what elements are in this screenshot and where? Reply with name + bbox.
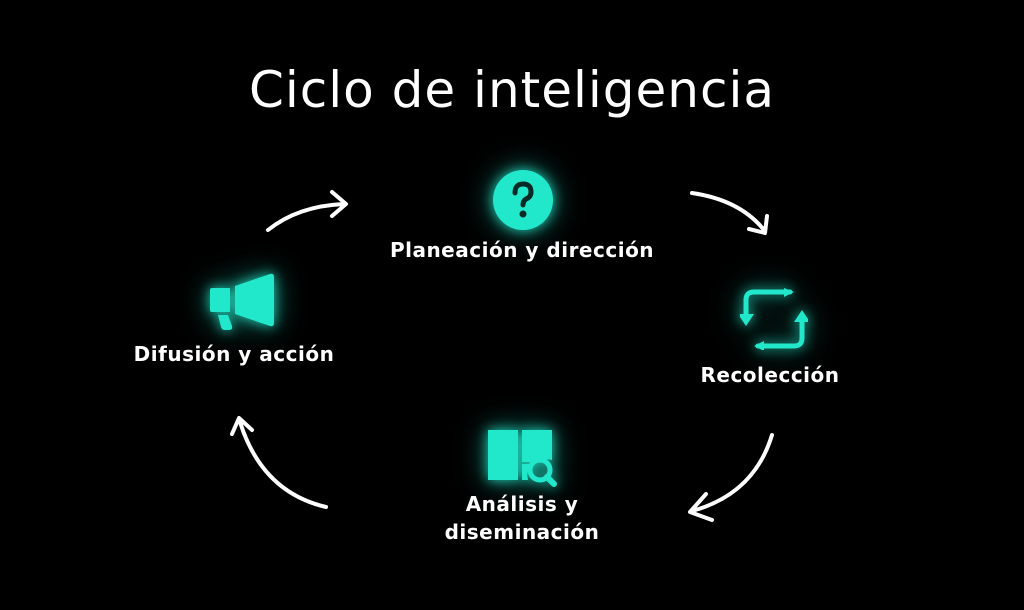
arrow-difusion-to-planeacion	[266, 202, 346, 232]
refresh-cycle-icon	[740, 288, 808, 350]
arrow-head-top-left	[330, 190, 348, 218]
diagram-title: Ciclo de inteligencia	[248, 61, 775, 119]
stage-label-analisis-line2: diseminación	[444, 520, 600, 544]
book-search-icon	[488, 430, 557, 487]
stage-label-difusion: Difusión y acción	[133, 342, 335, 366]
arrow-head-bottom-right	[688, 492, 714, 522]
megaphone-icon	[210, 273, 274, 330]
arrow-recoleccion-to-analisis	[690, 433, 774, 513]
arrow-head-top-right	[747, 214, 769, 235]
stage-label-recoleccion: Recolección	[700, 363, 840, 387]
arrow-planeacion-to-recoleccion	[690, 191, 766, 232]
stage-label-analisis-line1: Análisis y	[465, 492, 579, 516]
arrow-analisis-to-difusion	[238, 420, 328, 509]
arrow-head-bottom-left	[230, 416, 254, 436]
question-icon	[493, 170, 553, 230]
stage-label-planeacion: Planeación y dirección	[389, 238, 655, 262]
